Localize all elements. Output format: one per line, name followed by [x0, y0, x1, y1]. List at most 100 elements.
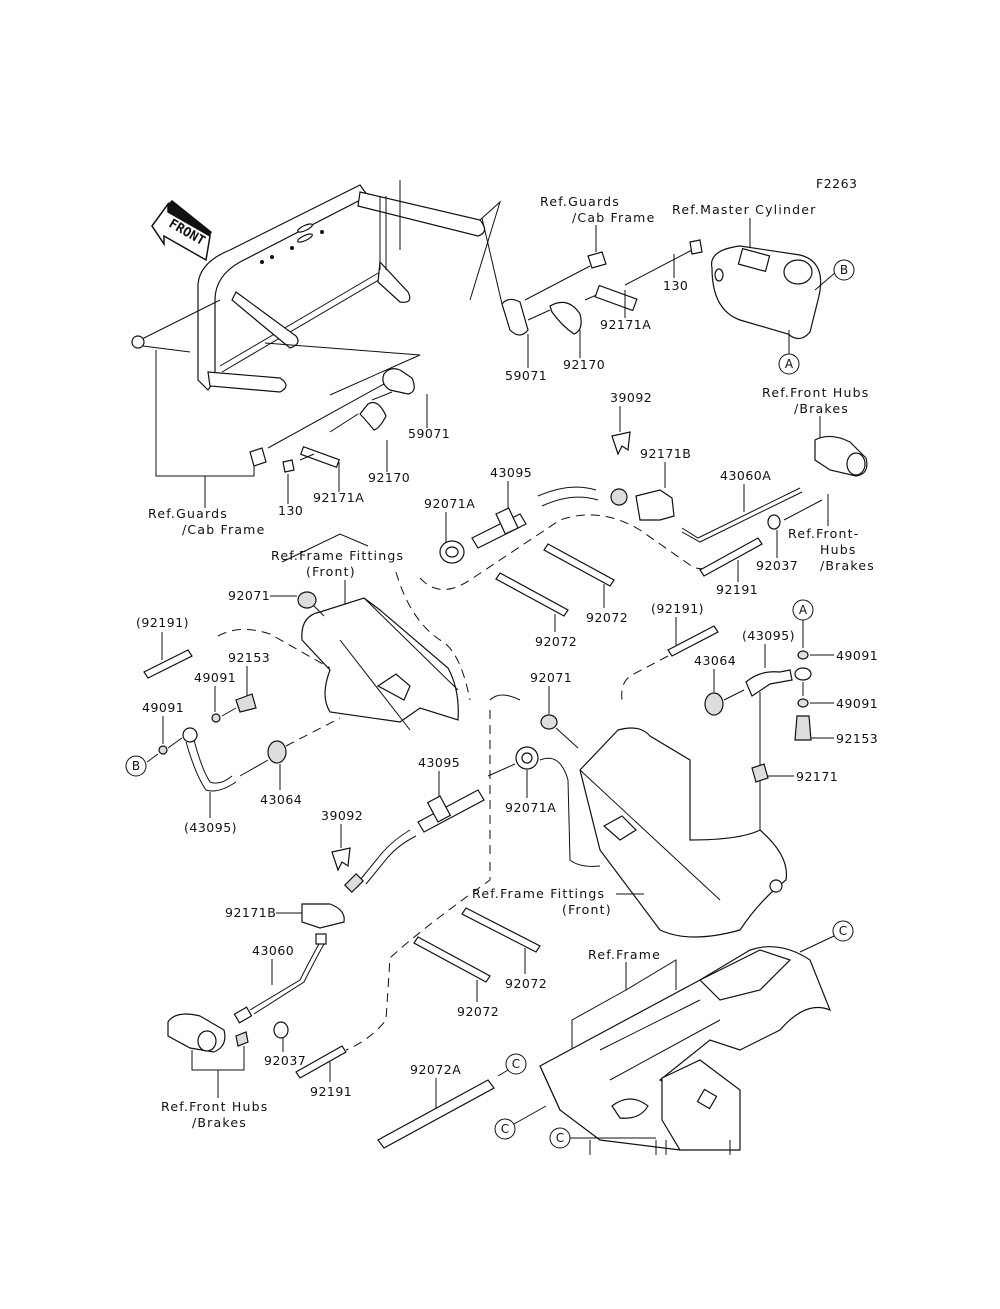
part-49091-left2: 49091 [142, 700, 184, 715]
clip-39092-top [611, 431, 631, 456]
part-92072-c: 92072 [505, 976, 547, 991]
grommet-43064-right [704, 692, 724, 716]
bracket-92171B-bot [301, 903, 345, 929]
washer-49091-left2 [158, 745, 168, 755]
part-49091-right2: 49091 [836, 696, 878, 711]
hose-92191-left [143, 649, 193, 679]
clamp-92171-right [751, 763, 769, 783]
part-43095-top: 43095 [490, 465, 532, 480]
brake-pipe-43060A [681, 487, 801, 539]
part-92071-left: 92071 [228, 588, 270, 603]
callout-c-3: C [501, 1122, 509, 1136]
ref-front-hubs-right2-line1: Ref.Front- [788, 526, 859, 541]
callout-b-circle-left [125, 755, 147, 777]
frame-fitting-left [301, 597, 459, 731]
part-59071-top: 59071 [505, 368, 547, 383]
ref-frame-fittings-lower-line1: Ref.Frame Fittings [472, 886, 605, 901]
bracket-92171B-top [635, 489, 675, 521]
callout-a-right: A [799, 603, 808, 617]
ref-master-cylinder: Ref.Master Cylinder [672, 202, 817, 217]
washer-49091-right2 [797, 698, 809, 708]
cable-tie-92072A [377, 1079, 495, 1149]
callout-c-2: C [839, 924, 847, 938]
ref-frame-fittings-lower-line2: (Front) [562, 902, 612, 917]
part-92071-mid: 92071 [530, 670, 572, 685]
grommet-92071-mid [540, 714, 558, 730]
part-59071-mid: 59071 [408, 426, 450, 441]
hose-92191-top [699, 537, 763, 577]
ref-frame: Ref.Frame [588, 947, 661, 962]
front-arrow-icon: FRONT [151, 200, 212, 262]
part-92170-top: 92170 [563, 357, 605, 372]
part-130-top: 130 [663, 278, 688, 293]
part-92072-a: 92072 [586, 610, 628, 625]
callout-c-circle-1 [505, 1053, 527, 1075]
bolt-92153-right [794, 715, 812, 741]
cable-tie-92072-b [495, 572, 569, 617]
part-92037-bot: 92037 [264, 1053, 306, 1068]
part-92171-right: 92171 [796, 769, 838, 784]
master-cylinder-drawing [710, 245, 822, 340]
hose-43095-mid [343, 789, 485, 894]
ref-guards-cab-left-line1: Ref.Guards [148, 506, 228, 521]
part-49091-right1: 49091 [836, 648, 878, 663]
part-43064-left: 43064 [260, 792, 302, 807]
hose-43095-right [745, 667, 812, 697]
ref-front-hubs-right2-line3: /Brakes [820, 558, 875, 573]
part-92072-b: 92072 [535, 634, 577, 649]
part-92171B-bot: 92171B [225, 905, 276, 920]
part-92071A-mid: 92071A [505, 800, 556, 815]
part-39092-top: 39092 [610, 390, 652, 405]
part-92171A-mid: 92171A [313, 490, 364, 505]
cable-tie-92072-a [543, 543, 615, 587]
ref-front-hubs-left-line1: Ref.Front Hubs [161, 1099, 268, 1114]
callout-b-left: B [132, 759, 140, 773]
part-39092-mid: 39092 [321, 808, 363, 823]
clamp-92037-top [767, 514, 781, 530]
callout-b-circle [833, 259, 855, 281]
part-43060A: 43060A [720, 468, 771, 483]
mid-bracket-assembly [249, 368, 415, 473]
part-43060: 43060 [252, 943, 294, 958]
cable-tie-92072-d [413, 936, 491, 983]
part-43095-paren-right: (43095) [742, 628, 795, 643]
part-92072-d: 92072 [457, 1004, 499, 1019]
hose-92191-bot [295, 1045, 347, 1079]
ref-guards-cab-left-line2: /Cab Frame [182, 522, 265, 537]
top-bracket-assembly [481, 217, 703, 336]
figure-id: F2263 [816, 176, 858, 191]
ref-front-hubs-right-line2: /Brakes [794, 401, 849, 416]
callout-a-circle [778, 353, 800, 375]
clamp-92037-bot [273, 1021, 289, 1039]
callout-c-4: C [556, 1131, 564, 1145]
ref-frame-fittings-upper-line2: (Front) [306, 564, 356, 579]
part-92171B-top: 92171B [640, 446, 691, 461]
wheel-cylinder-right [814, 435, 868, 477]
ref-frame-fittings-upper-line1: Ref.Frame Fittings [271, 548, 404, 563]
callout-c-circle-3 [494, 1118, 516, 1140]
part-92037-top: 92037 [756, 558, 798, 573]
part-92171A-top: 92171A [600, 317, 651, 332]
grommet-43064-left [267, 740, 287, 764]
ref-front-hubs-right2-line2: Hubs [820, 542, 857, 557]
frame-fitting-right [579, 727, 788, 938]
part-92071A-top: 92071A [424, 496, 475, 511]
cable-tie-92072-c [461, 907, 541, 953]
part-92191-paren-left: (92191) [136, 615, 189, 630]
ref-front-hubs-right-line1: Ref.Front Hubs [762, 385, 869, 400]
part-130-mid: 130 [278, 503, 303, 518]
clip-39092-mid [331, 847, 351, 872]
ref-guards-cab-top-line2: /Cab Frame [572, 210, 655, 225]
callout-c-circle-4 [549, 1127, 571, 1149]
brake-pipe-43060 [249, 941, 321, 1011]
callout-c-circle-2 [832, 920, 854, 942]
washer-49091-left1 [211, 713, 221, 723]
callout-a-top: A [785, 357, 794, 371]
wheel-cylinder-left [167, 1013, 249, 1053]
part-92191-bot: 92191 [310, 1084, 352, 1099]
part-92170-mid: 92170 [368, 470, 410, 485]
part-92072A: 92072A [410, 1062, 461, 1077]
part-43095-paren-left: (43095) [184, 820, 237, 835]
ref-front-hubs-left-line2: /Brakes [192, 1115, 247, 1130]
